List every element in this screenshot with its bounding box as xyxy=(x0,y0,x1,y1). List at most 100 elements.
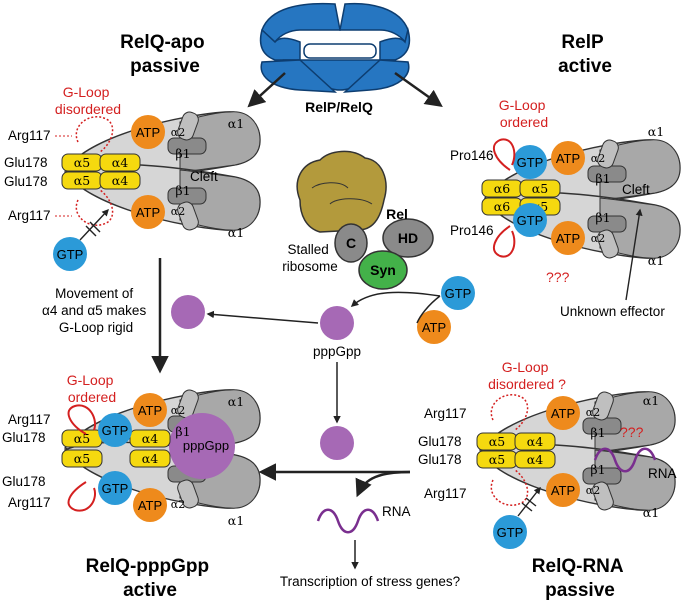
rna-label: RNA xyxy=(648,466,677,481)
svg-text:pppGpp: pppGpp xyxy=(183,438,229,453)
transcription-text: Transcription of stress genes? xyxy=(280,574,460,589)
svg-text:α2: α2 xyxy=(586,484,600,497)
alpha4-helix xyxy=(129,429,171,448)
alpha4-helix xyxy=(99,153,141,172)
svg-text:β1: β1 xyxy=(595,210,610,225)
svg-text:ATP: ATP xyxy=(136,205,160,220)
rel-syn-domain-icon xyxy=(358,250,408,290)
svg-text:β1: β1 xyxy=(175,146,190,161)
syn-label: Syn xyxy=(370,262,396,278)
relp-gloop-label: G-Loop ordered xyxy=(499,97,550,130)
svg-text:β1: β1 xyxy=(590,462,605,477)
rel-label: Rel xyxy=(386,206,408,222)
arrow-pppgpp-binding xyxy=(206,310,319,324)
svg-text:α2: α2 xyxy=(171,404,185,417)
residue-label: Arg117 xyxy=(8,495,51,510)
svg-text:α5: α5 xyxy=(532,181,548,196)
gloop-disordered xyxy=(490,394,529,431)
panel-relq-rna: G-Loop disordered ? α5 α4 α5 α4 ATP ATP … xyxy=(418,359,677,549)
movement-text: Movement of α4 and α5 makes G-Loop rigid xyxy=(42,286,150,335)
svg-text:ATP: ATP xyxy=(422,320,446,335)
svg-text:GTP: GTP xyxy=(102,481,129,496)
svg-text:α2: α2 xyxy=(591,232,605,245)
rel-c-domain-icon xyxy=(334,223,368,263)
gloop-ordered xyxy=(67,404,96,435)
title-relp-active-line2: active xyxy=(558,56,612,77)
title-relq-apo-line1: RelQ-apo xyxy=(120,32,204,53)
gtp-molecule xyxy=(98,471,132,505)
arrow-inhibit xyxy=(355,470,411,498)
gtp-molecule xyxy=(493,515,527,549)
pppgpp-molecule xyxy=(171,295,205,329)
svg-text:α1: α1 xyxy=(648,253,664,268)
svg-text:ATP: ATP xyxy=(138,498,162,513)
svg-text:GTP: GTP xyxy=(517,213,544,228)
svg-text:α1: α1 xyxy=(648,124,664,139)
svg-text:GTP: GTP xyxy=(497,525,524,540)
svg-text:α2: α2 xyxy=(171,126,185,139)
unknown-marks: ??? xyxy=(620,424,644,440)
gloop-ordered xyxy=(67,481,96,512)
residue-label: Glu178 xyxy=(4,174,48,189)
pppgpp-label: pppGpp xyxy=(313,344,361,359)
svg-text:α4: α4 xyxy=(142,451,158,466)
relq-apo-gloop-label: G-Loop disordered xyxy=(55,84,121,117)
svg-text:ATP: ATP xyxy=(138,403,162,418)
rel-hd-domain-icon xyxy=(382,218,434,258)
stalled-ribosome-label: Stalled ribosome xyxy=(282,242,338,274)
gloop-disordered xyxy=(75,116,114,153)
svg-text:α1: α1 xyxy=(228,394,244,409)
atp-molecule xyxy=(551,221,585,255)
pppgpp-molecule xyxy=(320,306,354,340)
relq-rna-gloop-label: G-Loop disordered ? xyxy=(488,359,566,392)
gloop-disordered xyxy=(490,469,529,506)
svg-text:α2: α2 xyxy=(171,498,185,511)
svg-text:GTP: GTP xyxy=(102,423,129,438)
pppgpp-molecule xyxy=(169,413,235,479)
title-relq-rna: RelQ-RNA passive xyxy=(532,556,628,601)
alpha4-helix xyxy=(514,450,556,469)
svg-text:β1: β1 xyxy=(175,183,190,198)
svg-text:β1: β1 xyxy=(175,424,190,439)
rel-ribosome-complex xyxy=(296,150,434,290)
svg-text:α1: α1 xyxy=(228,513,244,528)
rna-strand-icon xyxy=(593,447,657,473)
rna-label: RNA xyxy=(382,504,411,519)
svg-text:α6: α6 xyxy=(494,181,510,196)
svg-text:α1: α1 xyxy=(228,116,244,131)
relq-pppgpp-gloop-label: G-Loop ordered xyxy=(67,372,118,405)
residue-label: Arg117 xyxy=(8,128,51,143)
unknown-effector-label: Unknown effector xyxy=(560,304,665,319)
svg-text:β1: β1 xyxy=(590,425,605,440)
title-relq-rna-line1: RelQ-RNA xyxy=(532,556,624,577)
arrow-to-relp-active xyxy=(394,71,443,108)
svg-text:ATP: ATP xyxy=(556,231,580,246)
svg-text:α5: α5 xyxy=(74,431,90,446)
atp-molecule xyxy=(417,310,451,344)
unknown-marks: ??? xyxy=(546,269,570,285)
atp-molecule xyxy=(131,195,165,229)
residue-label: Glu178 xyxy=(2,474,46,489)
svg-text:α2: α2 xyxy=(591,152,605,165)
gtp-molecule xyxy=(53,237,87,271)
title-relq-pppgpp-line2: active xyxy=(123,580,177,601)
gloop-disordered xyxy=(75,189,114,226)
relp-relq-label: RelP/RelQ xyxy=(305,99,373,115)
residue-label: Glu178 xyxy=(2,430,46,445)
svg-text:ATP: ATP xyxy=(551,406,575,421)
gtp-molecule xyxy=(513,203,547,237)
svg-text:α2: α2 xyxy=(586,406,600,419)
svg-text:ATP: ATP xyxy=(551,483,575,498)
svg-text:α4: α4 xyxy=(527,452,543,467)
panel-relq-pppgpp: G-Loop ordered pppGpp α5 α4 α5 α4 GTP GT… xyxy=(2,372,261,528)
residue-label: Pro146 xyxy=(450,223,494,238)
cleft-label: Cleft xyxy=(190,169,218,184)
title-relq-apo-line2: passive xyxy=(130,56,200,77)
c-label: C xyxy=(346,235,356,251)
ribosome-large-subunit-icon xyxy=(296,150,387,233)
svg-text:ATP: ATP xyxy=(136,125,160,140)
residue-label: Arg117 xyxy=(8,208,51,223)
alpha4-helix xyxy=(514,432,556,451)
